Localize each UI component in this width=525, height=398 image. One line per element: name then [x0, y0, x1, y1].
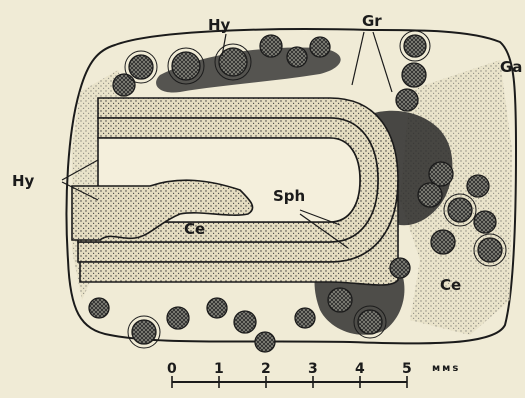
scale-tick-4: 4 [355, 361, 365, 377]
label-ga: Ga [500, 58, 522, 76]
scale-tick-5: 5 [402, 361, 412, 377]
label-ce-right: Ce [440, 276, 461, 294]
label-hy-top: Hy [208, 16, 231, 34]
label-gr: Gr [362, 12, 382, 30]
label-hy-left: Hy [12, 172, 35, 190]
scale-bar: 0 1 2 3 4 5 ммs [167, 361, 460, 388]
scale-unit: ммs [432, 363, 460, 374]
label-sph: Sph [273, 187, 305, 205]
scale-tick-2: 2 [261, 361, 271, 377]
scale-tick-3: 3 [308, 361, 318, 377]
label-ce-center: Ce [184, 220, 205, 238]
scale-tick-0: 0 [167, 361, 177, 377]
scale-tick-1: 1 [214, 361, 224, 377]
